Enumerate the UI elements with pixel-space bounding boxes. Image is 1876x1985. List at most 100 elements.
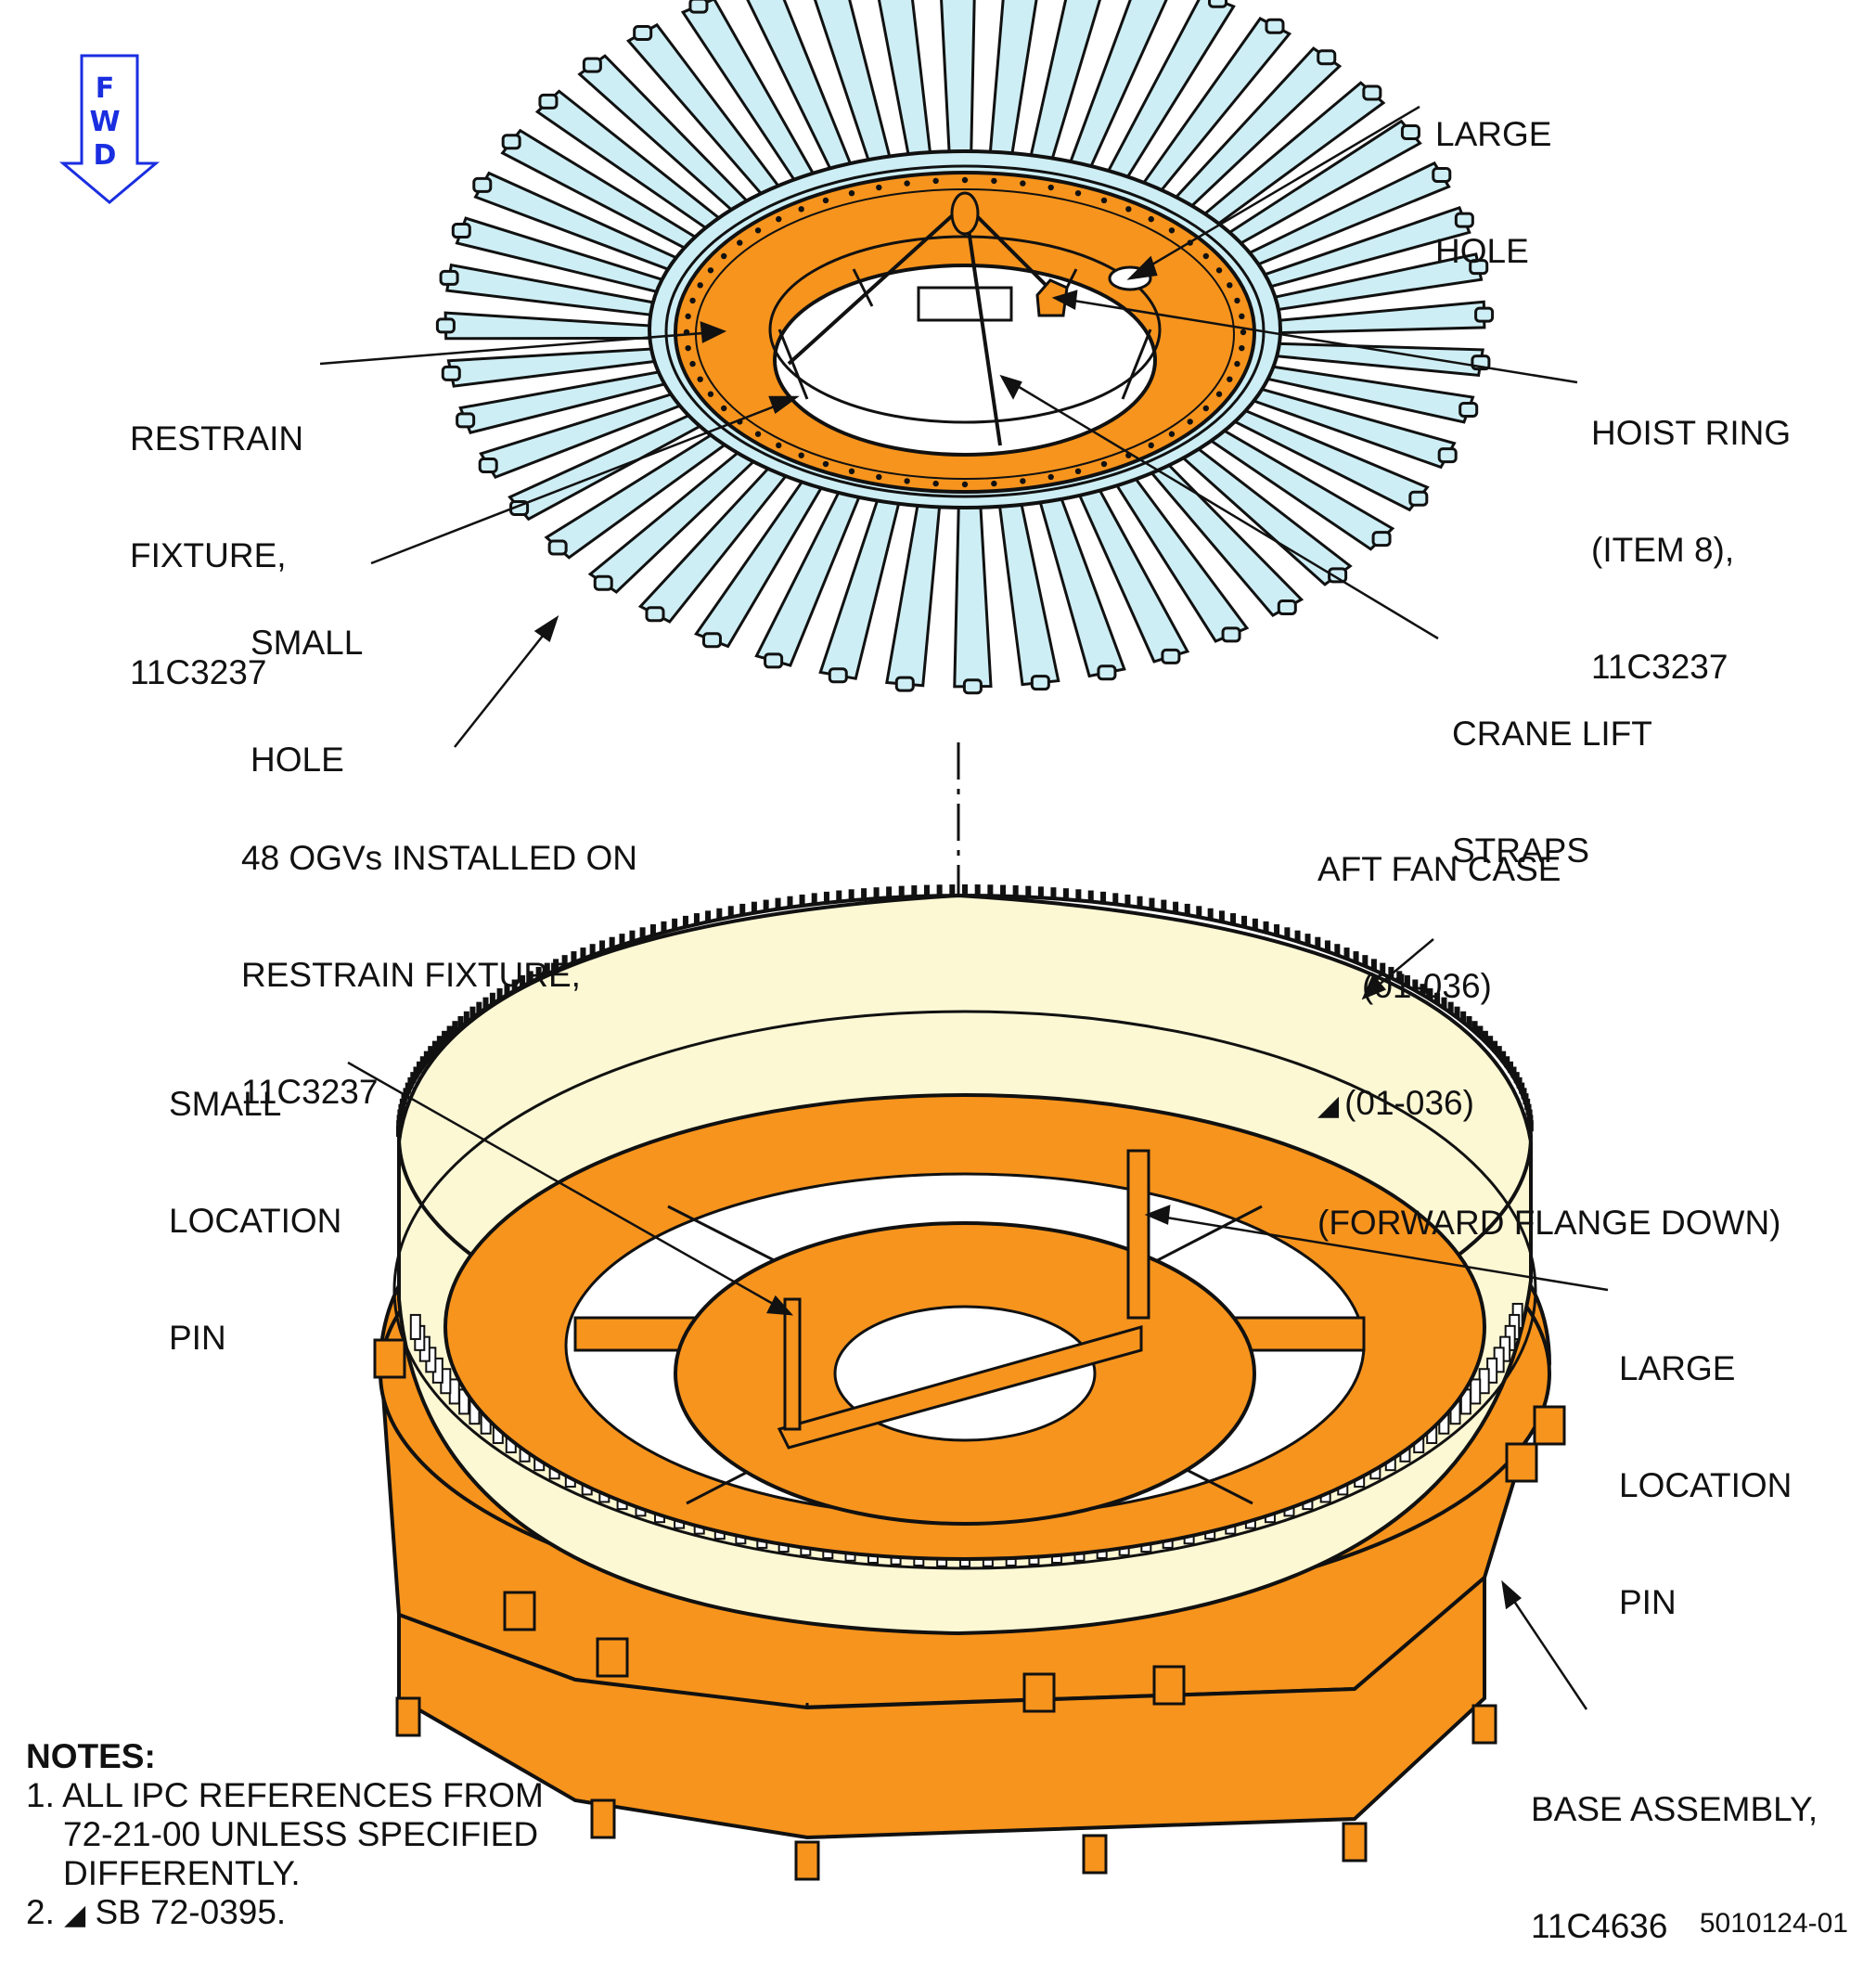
flange-tooth [1434,992,1441,1004]
ogv-vane-tip [1161,648,1181,664]
flange-tooth [599,940,606,952]
ogv-vane-tip [1400,124,1420,141]
flange-tooth [520,974,526,986]
ogv-vane-tip [1458,401,1479,418]
base-foot [1082,1834,1108,1875]
flange-tooth [1062,888,1069,900]
callout-line: SMALL [251,624,364,662]
flange-tooth [457,1015,464,1027]
fixture-bolt-hole [1168,431,1176,437]
callout-line: LARGE [1619,1349,1736,1387]
fixture-bolt-hole [822,460,829,468]
small-location-pin [783,1297,802,1431]
fixture-bolt-hole [1239,313,1245,320]
ogv-vane [953,502,993,689]
flange-tooth [739,903,746,915]
fixture-bolt-hole [776,215,782,223]
flange-tooth [848,889,854,901]
flange-tooth [580,947,586,960]
callout-line: HOLE [251,741,344,779]
flange-tooth [1441,997,1447,1009]
note-2-number: 2. [26,1893,65,1931]
ogv-vane-tip [441,365,461,381]
ogv-vane-tip [1371,531,1392,548]
acoustic-slot [1470,1378,1482,1405]
fixture-bolt-hole [932,480,939,487]
callout-line: (01-036) [1362,967,1492,1005]
flange-tooth [496,987,503,999]
flange-tooth [1492,1040,1498,1052]
flange-tooth [861,888,867,900]
aft-fan-case-flange-teeth [396,884,1534,1137]
flange-tooth [1137,896,1143,908]
base-foot [1471,1704,1497,1745]
callout-ogvs: 48 OGVs INSTALLED ON RESTRAIN FIXTURE, 1… [241,761,637,1151]
fwd-letter: D [93,139,117,172]
fixture-bolt-hole [1227,282,1233,289]
note-2-text: SB 72-0395. [95,1893,287,1931]
ogv-vane-tip [593,574,613,591]
flange-tooth [416,1061,422,1073]
flange-tooth [1471,1021,1478,1033]
fixture-bolt-hole [822,197,829,204]
fwd-letter: F [95,72,115,105]
flange-tooth [1196,906,1202,918]
flange-tooth [1050,887,1057,899]
ogv-vane-tip [1317,49,1337,66]
fixture-bolt-hole [689,360,696,367]
callout-line: 11C3237 [241,1073,379,1111]
flange-tooth [1466,1015,1472,1027]
flange-tooth [1334,944,1341,956]
fixture-bolt-hole [848,189,855,197]
flange-tooth [1012,885,1019,897]
notes-block: NOTES: 1. ALL IPC REFERENCES FROM 72-21-… [26,1737,544,1935]
fixture-bolt-hole [876,184,882,191]
ogv-vane-tip [472,176,493,193]
ogv-vane-tip [764,652,784,669]
flange-tooth [962,884,968,896]
callout-line: AFT FAN CASE [1317,850,1561,888]
callout-line: LARGE [1435,115,1552,153]
ogv-vane-tip [1277,599,1297,616]
rim-clamp [1152,1665,1186,1706]
ogv-vane [940,0,976,157]
flange-tooth [1000,884,1007,896]
flange-tooth [413,1066,419,1078]
flange-tooth [649,924,656,936]
ogv-vanes [435,0,1495,695]
flange-tooth [1482,1030,1488,1042]
fixture-bolt-hole [1074,468,1082,475]
flange-tooth [452,1021,458,1033]
fixture-bolt-hole [754,431,762,437]
ogv-vane-tip [435,317,456,334]
fixture-bolt-hole [1100,460,1108,468]
callout-line: 11C4636 [1531,1907,1668,1945]
ogv-vane-tip [688,0,709,14]
fixture-bolt-hole [932,177,939,185]
base-foot [590,1798,616,1839]
ogv-vane-tip [1469,259,1489,276]
ogv-vane-tip [538,93,559,110]
flange-tooth [423,1051,430,1063]
flange-tooth [1504,1056,1510,1068]
fixture-inner-frame [768,235,1162,424]
ogv-vane [443,311,656,341]
flange-tooth [482,997,489,1009]
flange-tooth [1388,966,1394,978]
flange-tooth [1315,936,1321,948]
flange-tooth [489,992,495,1004]
flange-tooth [1173,901,1179,913]
flange-tooth [1087,890,1094,902]
callout-line: STRAPS [1452,831,1590,870]
ogv-vane-tip [633,24,653,41]
fixture-bolt-hole [991,177,997,185]
base-assembly-clamps [373,1338,1566,1713]
flange-tooth [775,897,781,909]
flange-tooth [936,884,943,896]
flange-tooth [1396,971,1403,983]
fixture-bolt-hole [798,206,804,213]
fixture-bolt-hole [685,344,691,352]
flange-tooth [476,1001,482,1013]
flange-tooth [787,896,793,908]
